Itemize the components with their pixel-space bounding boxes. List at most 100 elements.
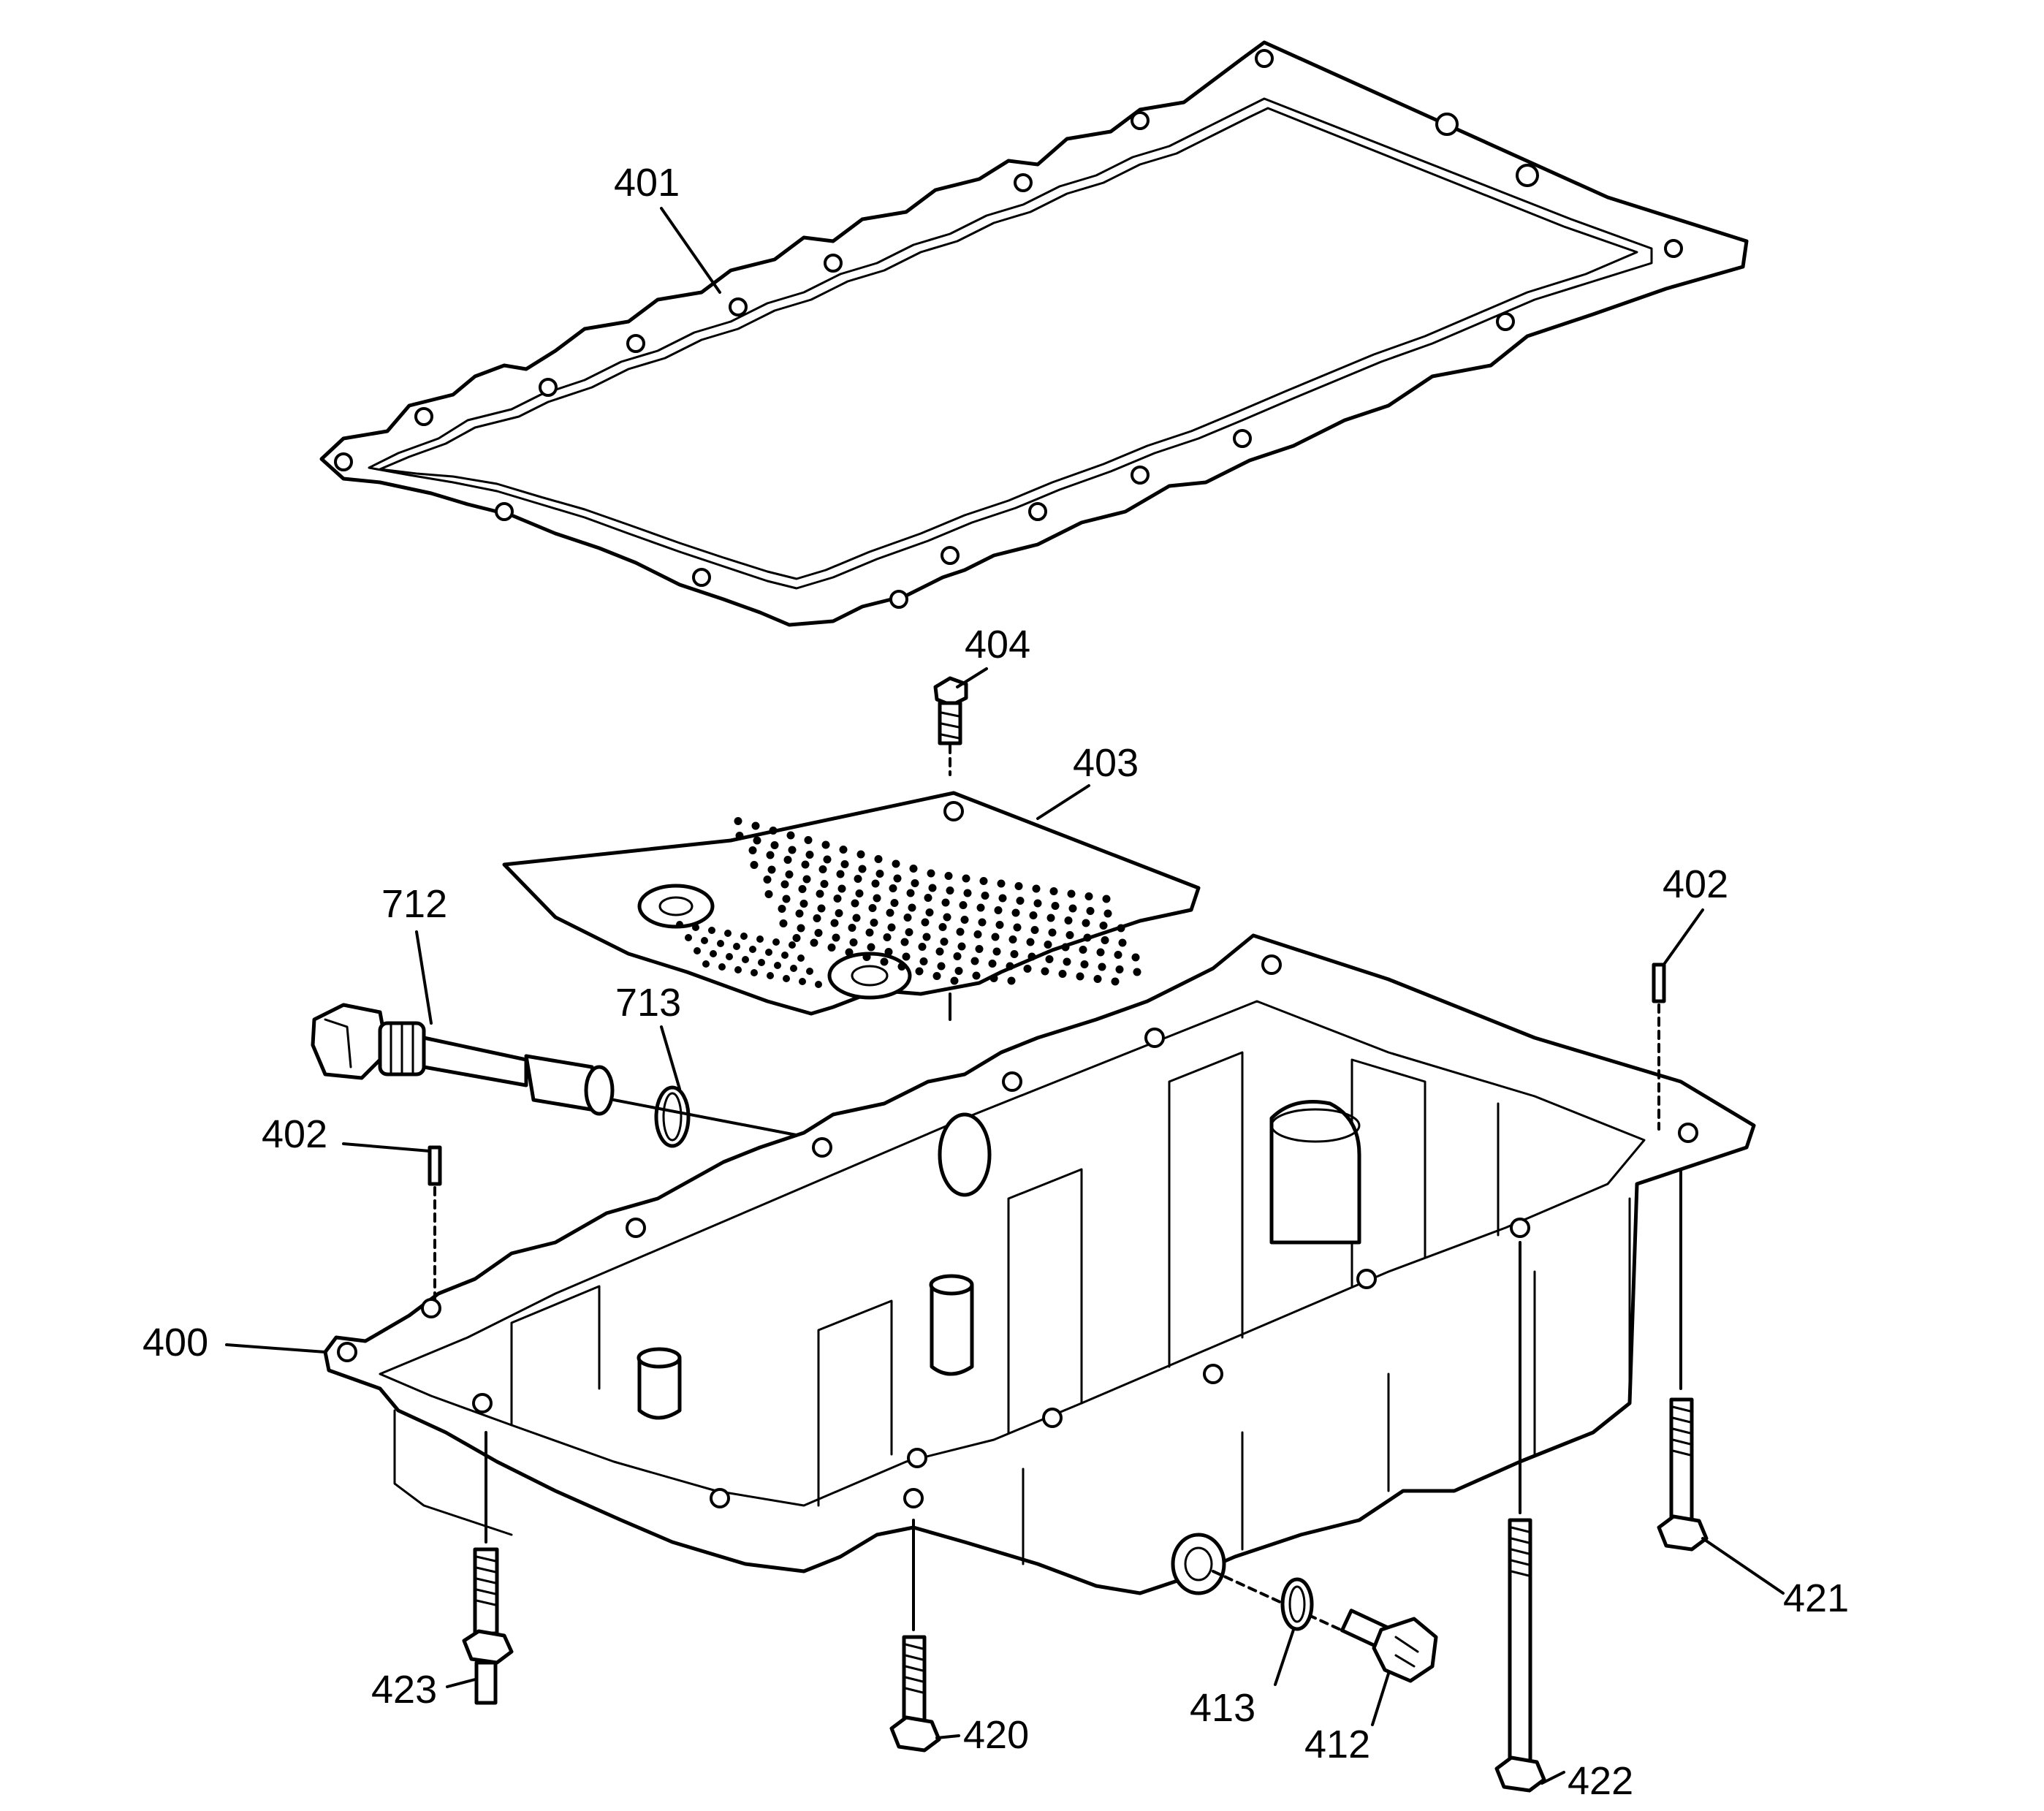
baffle-hole <box>908 903 916 912</box>
baffle-hole <box>865 928 874 937</box>
baffle-hole <box>1117 924 1125 933</box>
baffle-hole <box>1063 957 1071 966</box>
baffle-hole <box>893 874 902 883</box>
baffle-hole <box>921 918 930 927</box>
callout-400: 400 <box>143 1321 208 1364</box>
baffle-hole <box>781 952 789 959</box>
baffle-hole <box>890 899 899 907</box>
baffle-hole <box>1064 916 1073 925</box>
baffle-hole <box>1076 972 1084 981</box>
drain-plug-412 <box>1340 1609 1438 1683</box>
baffle-hole <box>717 940 724 947</box>
baffle-hole <box>742 956 749 963</box>
baffle-hole <box>832 933 840 942</box>
baffle-hole <box>817 904 826 913</box>
dowel-pin-402-left <box>428 1145 442 1302</box>
baffle-hole <box>748 846 757 854</box>
baffle-hole <box>1041 967 1049 976</box>
baffle-hole <box>756 935 764 943</box>
baffle-hole <box>911 879 919 887</box>
baffle-hole <box>1032 884 1041 893</box>
baffle-hole <box>1098 963 1106 971</box>
baffle-hole <box>995 921 1004 929</box>
baffle-hole <box>957 942 966 951</box>
baffle-hole <box>783 975 790 982</box>
baffle-hole <box>764 890 773 898</box>
baffle-hole <box>1046 914 1055 922</box>
baffle-hole <box>1083 933 1092 942</box>
baffle-hole <box>676 921 683 928</box>
baffle-hole <box>935 947 944 956</box>
baffle-hole <box>959 901 968 909</box>
baffle-hole <box>792 934 801 942</box>
baffle-hole <box>903 914 912 922</box>
callout-404: 404 <box>965 623 1030 667</box>
baffle-hole <box>1049 887 1058 895</box>
callout-422: 422 <box>1568 1759 1633 1803</box>
baffle-hole <box>889 884 897 892</box>
baffle-hole <box>718 963 726 971</box>
drain-plug-washer-413 <box>1212 1570 1390 1653</box>
baffle-hole <box>734 966 742 973</box>
baffle-hole <box>1011 908 1020 917</box>
baffle-hole <box>701 937 708 944</box>
long-bolt-422 <box>1494 1241 1546 1793</box>
baffle-hole <box>810 938 818 947</box>
baffle-hole <box>1016 897 1025 905</box>
baffle-hole <box>702 960 710 968</box>
baffle-hole <box>937 962 946 971</box>
baffle-hole <box>883 933 892 941</box>
baffle-hole <box>991 933 1000 941</box>
pan-flange-bolt-holes <box>337 954 1698 1508</box>
baffle-hole <box>763 876 772 884</box>
callout-412: 412 <box>1304 1723 1370 1766</box>
baffle-hole <box>1067 889 1076 898</box>
baffle-hole <box>1115 965 1124 973</box>
baffle-hole <box>938 923 947 931</box>
baffle-hole <box>897 963 906 971</box>
baffle-hole <box>997 879 1006 888</box>
baffle-hole <box>943 913 951 922</box>
baffle-hole <box>928 884 937 892</box>
baffle-hole <box>765 949 772 956</box>
baffle-hole <box>848 924 856 932</box>
baffle-hole <box>1093 975 1102 983</box>
baffle-hole <box>785 870 794 878</box>
baffle-hole <box>886 908 894 917</box>
callout-402-left: 402 <box>262 1112 327 1156</box>
baffle-hole <box>956 927 965 936</box>
baffle-hole <box>979 877 988 885</box>
baffle-hole <box>960 916 969 924</box>
baffle-hole <box>851 899 859 908</box>
baffle-hole <box>758 959 765 966</box>
baffle-hole <box>1065 931 1074 939</box>
baffle-hole <box>973 930 982 938</box>
baffle-hole <box>875 870 884 878</box>
baffle-hole <box>749 946 756 953</box>
baffle-hole <box>818 865 827 873</box>
baffle-hole <box>782 895 791 903</box>
baffle-hole <box>837 884 846 893</box>
baffle-hole <box>1061 943 1070 952</box>
baffle-hole <box>1051 902 1060 910</box>
baffle-hole <box>1068 904 1077 913</box>
baffle-hole <box>924 894 932 902</box>
baffle-hole <box>1014 882 1023 890</box>
baffle-hole <box>751 821 760 830</box>
baffle-hole <box>797 954 805 962</box>
baffle-hole <box>954 967 963 975</box>
baffle-hole <box>799 978 806 985</box>
callout-403: 403 <box>1073 741 1139 785</box>
baffle-perforations <box>676 817 1141 988</box>
callout-402-right: 402 <box>1663 862 1728 906</box>
baffle-hole <box>962 874 970 883</box>
baffle-hole <box>919 957 928 965</box>
baffle-hole <box>998 894 1007 903</box>
baffle-hole <box>884 948 893 956</box>
oil-baffle-403 <box>502 791 1201 1021</box>
baffle-hole <box>795 909 804 918</box>
baffle-hole <box>740 933 748 940</box>
baffle-hole <box>1086 907 1095 915</box>
oil-pan-gasket-401 <box>319 40 1749 627</box>
